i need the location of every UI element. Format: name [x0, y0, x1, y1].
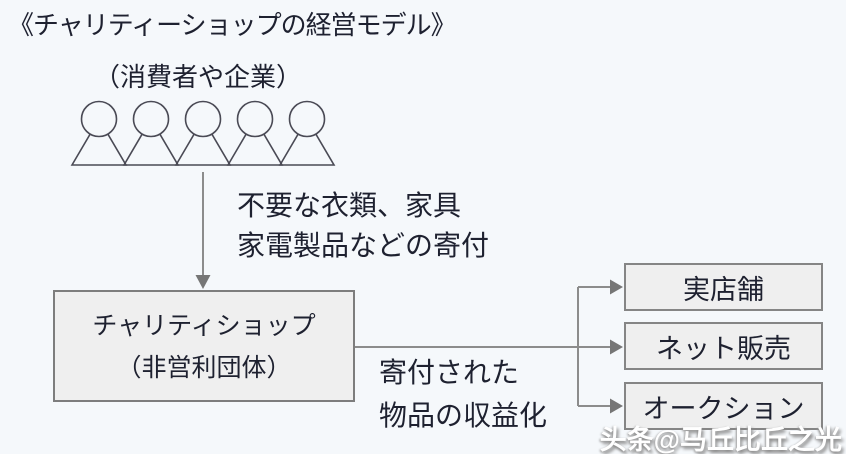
channel-box-online-sales: ネット販売: [624, 322, 823, 370]
charity-shop-name: チャリティショップ: [92, 312, 316, 340]
down-arrow: [195, 172, 211, 289]
channel-box-physical-store: 実店舗: [624, 263, 823, 311]
right-arrowhead: [610, 398, 623, 414]
right-arrowhead: [610, 339, 623, 355]
diagram-title: 《チャリティーショップの経営モデル》: [8, 10, 457, 40]
channel-label: オークション: [642, 393, 805, 424]
donors-label: （消費者や企業）: [94, 62, 303, 92]
person-icon: [70, 100, 128, 166]
person-icon: [278, 100, 336, 166]
person-icon: [226, 100, 284, 166]
charity-shop-subtitle: （非営利団体）: [116, 354, 292, 382]
donation-flow-line1: 不要な衣類、家具: [237, 190, 462, 221]
person-icon: [122, 100, 180, 166]
channel-box-auction: オークション: [624, 382, 823, 430]
donor-group-icon: [70, 100, 336, 166]
person-icon: [174, 100, 232, 166]
right-arrowhead: [610, 279, 623, 295]
monetization-flow-line1: 寄付された: [379, 357, 520, 388]
watermark: 头条@马丘比丘之光: [599, 425, 842, 454]
donation-flow-label: 不要な衣類、家具 家電製品などの寄付: [237, 186, 489, 266]
monetization-flow-label: 寄付された 物品の収益化: [379, 351, 547, 437]
monetization-flow-line2: 物品の収益化: [379, 400, 548, 431]
charity-shop-box: チャリティショップ （非営利団体）: [53, 290, 355, 402]
channel-label: ネット販売: [656, 333, 791, 364]
channel-label: 実店舗: [683, 274, 764, 305]
donation-flow-line2: 家電製品などの寄付: [237, 230, 490, 261]
